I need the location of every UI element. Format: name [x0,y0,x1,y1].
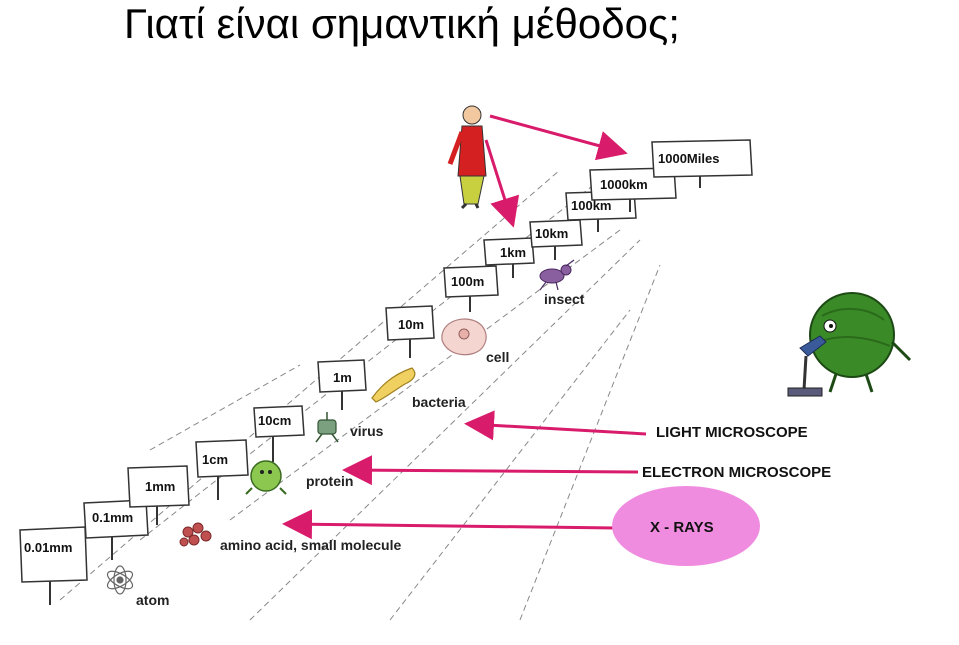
virus-icon [315,412,339,443]
scale-sign: 10km [529,219,583,260]
instrument-electron-microscope: ELECTRON MICROSCOPE [642,464,831,481]
bacteria-icon [371,367,416,403]
sign-label: 1000Miles [658,151,719,166]
scale-sign: 10m [385,305,435,358]
object-label-virus: virus [350,423,384,439]
scale-signs: 0.01mm 0.1mm 1mm 1cm 10cm 1m [19,139,753,605]
scale-sign: 1km [483,237,535,278]
object-label-bacteria: bacteria [412,394,466,410]
cell-icon [441,318,487,356]
protein-icon [245,460,287,495]
instrument-xrays: X - RAYS [650,519,714,536]
sign-label: 100m [451,274,484,289]
scale-sign: 1cm [195,439,249,500]
object-label-insect: insect [544,291,585,307]
scale-sign: 1m [317,359,367,410]
sign-label: 100km [571,198,611,213]
mascot-microscope-icon [787,292,912,397]
atom-icon [106,565,134,595]
molecule-icon [179,522,212,547]
instrument-arrows [282,410,647,540]
scale-sign: 1000Miles [651,139,753,188]
person-arrows [484,114,628,228]
sign-label: 1km [500,245,526,260]
insect-icon [539,259,575,291]
scale-sign: 1mm [127,465,190,525]
object-label-molecule: amino acid, small molecule [220,537,402,553]
xray-ellipse [612,486,760,566]
sign-label: 1cm [202,452,228,467]
sign-label: 1mm [145,479,175,494]
object-label-atom: atom [136,592,169,608]
sign-label: 0.1mm [92,510,133,525]
sign-label: 1000km [600,177,648,192]
scale-sign: 100m [443,265,499,312]
page-title: Γιατί είναι σημαντική μέθοδος; [124,0,680,47]
person-icon [447,105,487,210]
object-label-protein: protein [306,473,353,489]
scale-sign: 0.1mm [83,499,149,560]
sign-label: 1m [333,370,352,385]
sign-label: 10km [535,226,568,241]
sign-label: 0.01mm [24,540,72,555]
scale-sign: 0.01mm [19,526,88,605]
sign-label: 10m [398,317,424,332]
scale-diagram: 0.01mm 0.1mm 1mm 1cm 10cm 1m [19,105,912,621]
sign-label: 10cm [258,413,291,428]
scale-sign: 10cm [253,405,305,462]
object-label-cell: cell [486,349,509,365]
instrument-light-microscope: LIGHT MICROSCOPE [656,424,808,441]
